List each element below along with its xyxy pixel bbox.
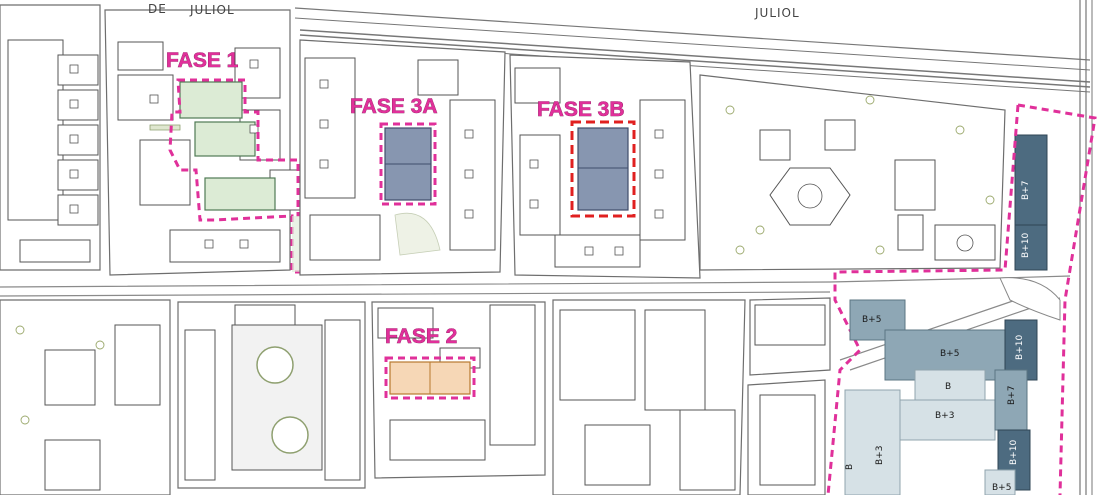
phase-label-fase-1: FASE 1	[166, 49, 239, 72]
east-strip	[826, 103, 1097, 495]
height-label-mid-right-mid: B+7	[1007, 386, 1017, 405]
street-label-prefix: DE	[148, 2, 167, 16]
block-south-east	[747, 297, 831, 495]
park-block	[699, 74, 1006, 271]
street-label-juliol-right: JULIOL	[754, 6, 800, 20]
proposed-south	[844, 299, 1038, 495]
height-label-mid-right-low: B+10	[1009, 440, 1019, 465]
height-label-mid-center-low: B+3	[935, 411, 954, 421]
phase-label-fase-3a: FASE 3A	[350, 95, 438, 118]
height-label-mid-center: B	[945, 382, 951, 392]
phase-label-fase-3b: FASE 3B	[537, 98, 625, 121]
block-south-mid	[552, 299, 746, 495]
phase-label-fase-2: FASE 2	[385, 325, 457, 348]
height-label-south-b3: B+3	[875, 446, 885, 465]
block-fase-3a	[299, 39, 506, 276]
height-label-south-b: B	[845, 464, 855, 470]
height-label-mid-right-top: B+10	[1015, 335, 1025, 360]
block-fase-2	[371, 301, 546, 479]
block-fase-1	[104, 9, 320, 276]
block-southwest	[0, 299, 171, 495]
height-label-south-b5: B+5	[992, 483, 1011, 493]
height-label-east-mid: B+10	[1021, 233, 1031, 258]
block-west-1	[0, 4, 101, 271]
height-label-east-top: B+7	[1021, 181, 1031, 200]
height-label-mid-center-top: B+5	[940, 349, 959, 359]
street-label-juliol-left: JULIOL	[189, 3, 235, 17]
block-plaza	[177, 301, 366, 489]
block-fase-3b	[509, 54, 701, 279]
height-label-plaza-left: B+5	[862, 315, 881, 325]
